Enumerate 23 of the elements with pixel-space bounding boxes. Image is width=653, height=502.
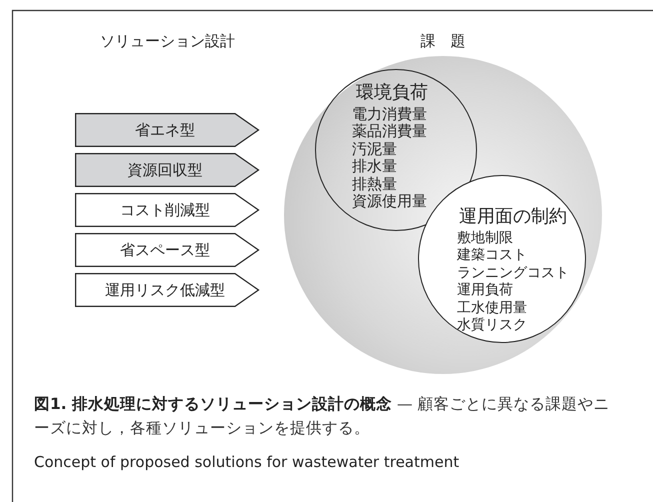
list-item: 薬品消費量 xyxy=(352,123,428,141)
pentagon-tag: コスト削減型 xyxy=(75,193,260,227)
list-item: 工水使用量 xyxy=(457,300,528,318)
heading: 課 題 xyxy=(420,32,466,51)
list-item: 排水量 xyxy=(352,158,398,176)
list-item: ランニングコスト xyxy=(457,264,569,282)
list-item: 水質リスク xyxy=(457,317,528,334)
pentagon-tag: 省エネ型 xyxy=(75,113,260,147)
caption: 図1. 排水処理に対するソリューション設計の概念 — 顧客ごとに異なる課題やニーズに対し，各種ソリューションを提供する。 xyxy=(34,394,610,439)
list-item: 資源使用量 xyxy=(352,193,428,210)
circle-heading: 環境負荷 xyxy=(356,82,428,104)
list-item: 電力消費量 xyxy=(352,106,428,124)
list-item: 排熱量 xyxy=(352,176,398,194)
list-item: 敷地制限 xyxy=(457,230,514,248)
pentagon-tag: 省スペース型 xyxy=(75,233,260,267)
caption-text: Concept of proposed solutions for wastewater treatment xyxy=(34,453,460,471)
list-item: 建築コスト xyxy=(457,247,528,265)
heading: ソリューション設計 xyxy=(100,32,235,51)
list-item: 運用負荷 xyxy=(457,282,514,300)
pentagon-tag: 運用リスク低減型 xyxy=(75,273,260,307)
circle-heading: 運用面の制約 xyxy=(459,206,568,228)
list-item: 汚泥量 xyxy=(352,140,398,158)
pentagon-tag: 資源回収型 xyxy=(75,153,260,187)
